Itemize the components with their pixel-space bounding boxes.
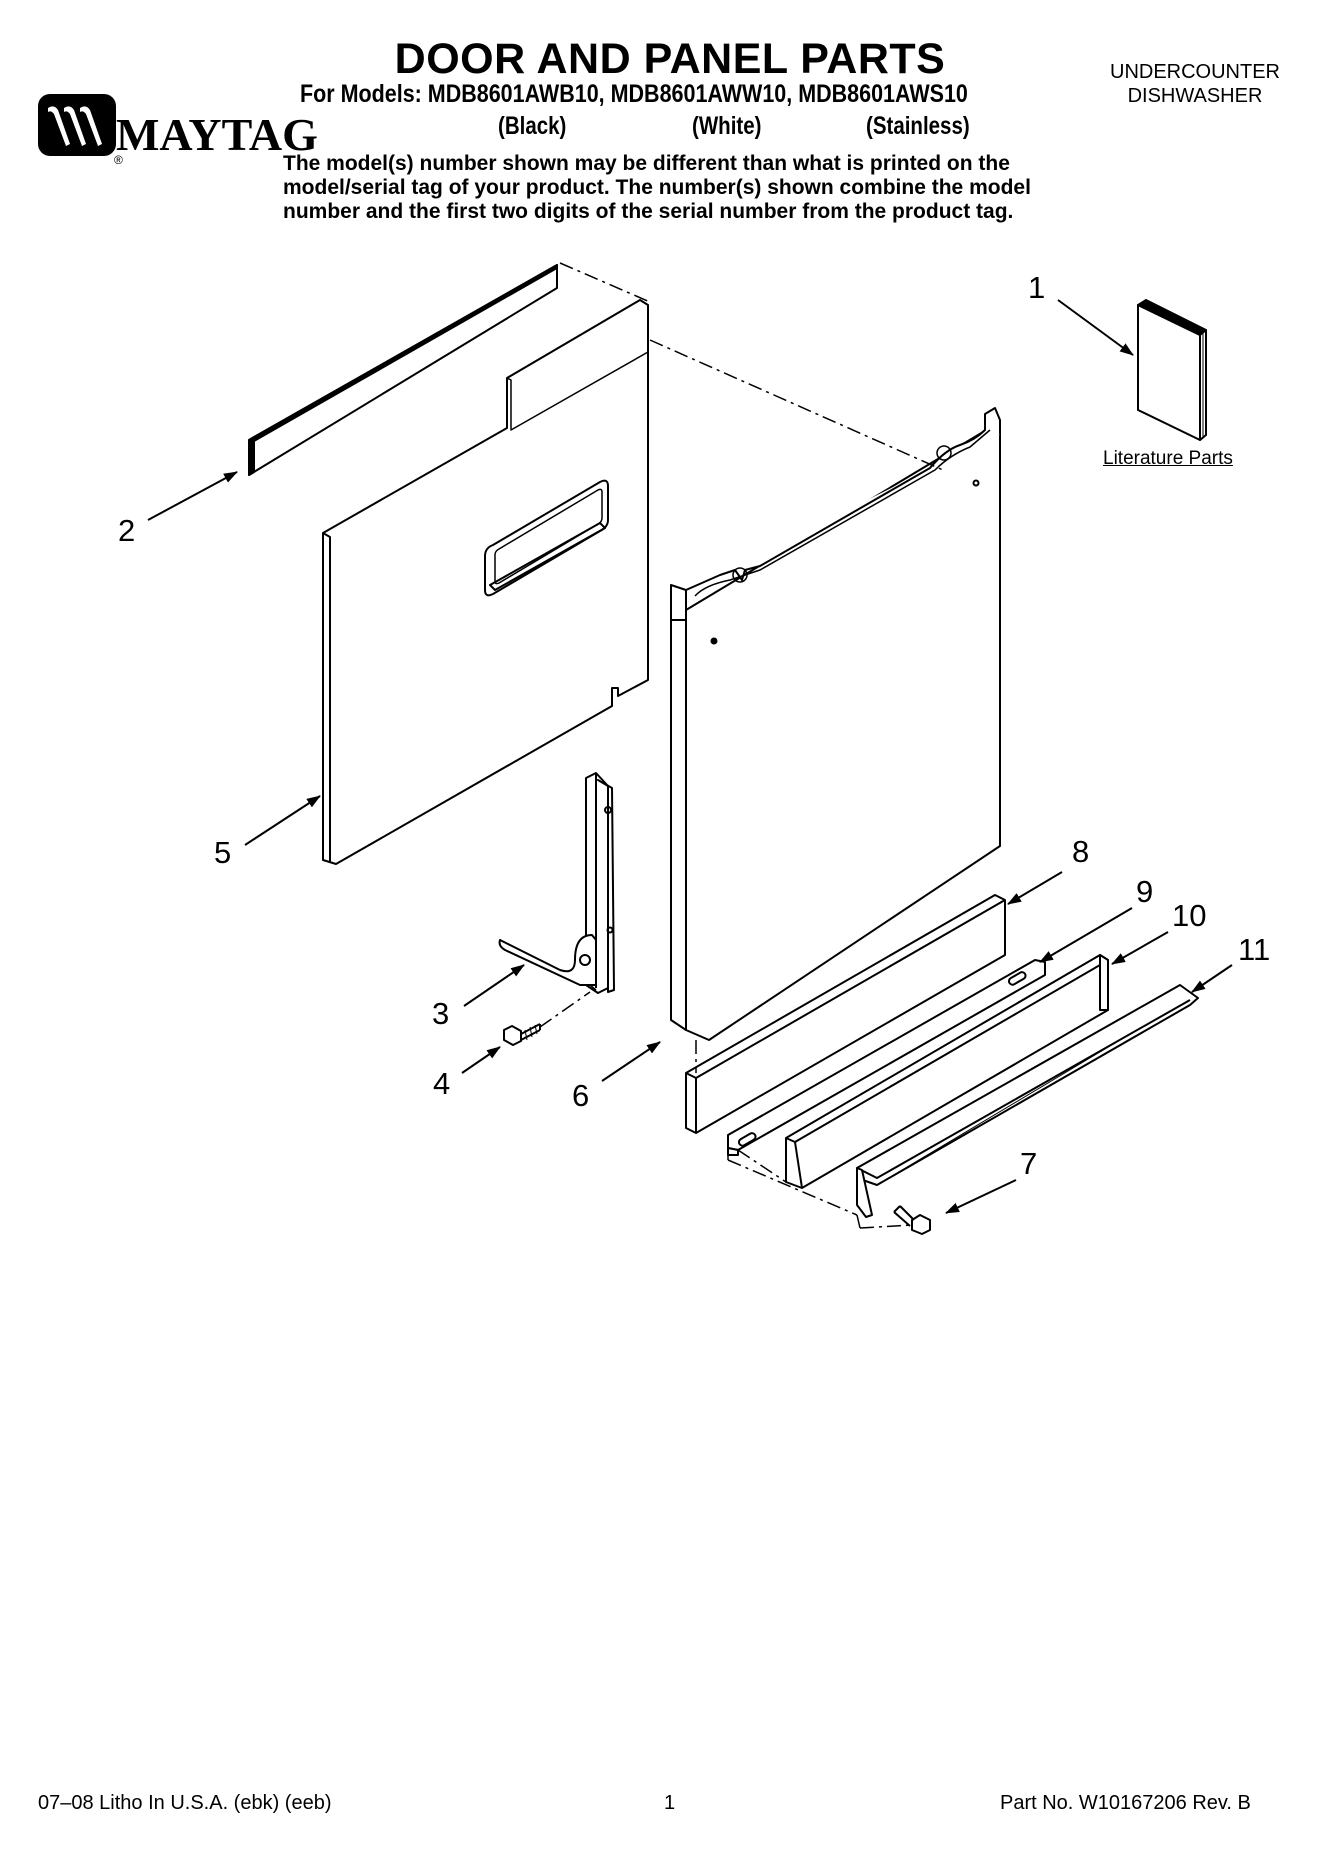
variant-black: (Black) xyxy=(498,112,567,140)
notice-line-2: model/serial tag of your product. The nu… xyxy=(283,176,1031,199)
alignment-lines xyxy=(539,262,944,1229)
part-4-screw xyxy=(503,1023,541,1046)
product-type-line1: UNDERCOUNTER xyxy=(1110,61,1280,83)
maytag-logo: MAYTAG ® xyxy=(38,94,318,164)
callout-5: 5 xyxy=(214,835,232,870)
leader-arrows xyxy=(147,299,1233,1214)
part-2-trim-strip xyxy=(248,264,558,476)
callout-2: 2 xyxy=(118,513,136,548)
callout-7: 7 xyxy=(1020,1146,1038,1181)
footer-print-info: 07–08 Litho In U.S.A. (ebk) (eeb) xyxy=(38,1792,332,1814)
callout-9: 9 xyxy=(1136,874,1154,909)
part-9-gasket xyxy=(727,959,1046,1156)
literature-parts-label: Literature Parts xyxy=(1103,448,1233,469)
models-line: For Models: MDB8601AWB10, MDB8601AWW10, … xyxy=(300,80,968,108)
callout-6: 6 xyxy=(572,1078,590,1113)
product-type-line2: DISHWASHER xyxy=(1127,85,1263,107)
part-5-door-panel xyxy=(322,299,649,865)
part-8-kick-panel xyxy=(685,894,1006,1134)
product-type: UNDERCOUNTER DISHWASHER xyxy=(1085,60,1305,108)
callout-4: 4 xyxy=(433,1066,451,1101)
variant-stainless: (Stainless) xyxy=(866,112,970,140)
part-6-outer-door xyxy=(670,407,1001,1041)
callout-8: 8 xyxy=(1072,834,1090,869)
page-title: DOOR AND PANEL PARTS xyxy=(394,35,946,83)
part-11-lower-trim xyxy=(856,984,1199,1218)
part-7-screw xyxy=(893,1205,931,1235)
part-1-literature xyxy=(1137,299,1207,441)
callout-11: 11 xyxy=(1238,932,1271,967)
brand-wordmark: MAYTAG xyxy=(116,109,318,160)
part-number: Part No. W10167206 Rev. B xyxy=(1000,1792,1251,1814)
callout-10: 10 xyxy=(1172,898,1207,933)
variant-white: (White) xyxy=(692,112,762,140)
page-number: 1 xyxy=(664,1792,676,1814)
notice-line-1: The model(s) number shown may be differe… xyxy=(283,152,1010,175)
model-notice: The model(s) number shown may be differe… xyxy=(283,152,1163,224)
notice-line-3: number and the first two digits of the s… xyxy=(283,200,1014,223)
part-3-hinge-bracket xyxy=(498,772,615,994)
registered-mark: ® xyxy=(114,153,123,164)
callout-3: 3 xyxy=(432,996,450,1031)
callout-1: 1 xyxy=(1028,270,1046,305)
